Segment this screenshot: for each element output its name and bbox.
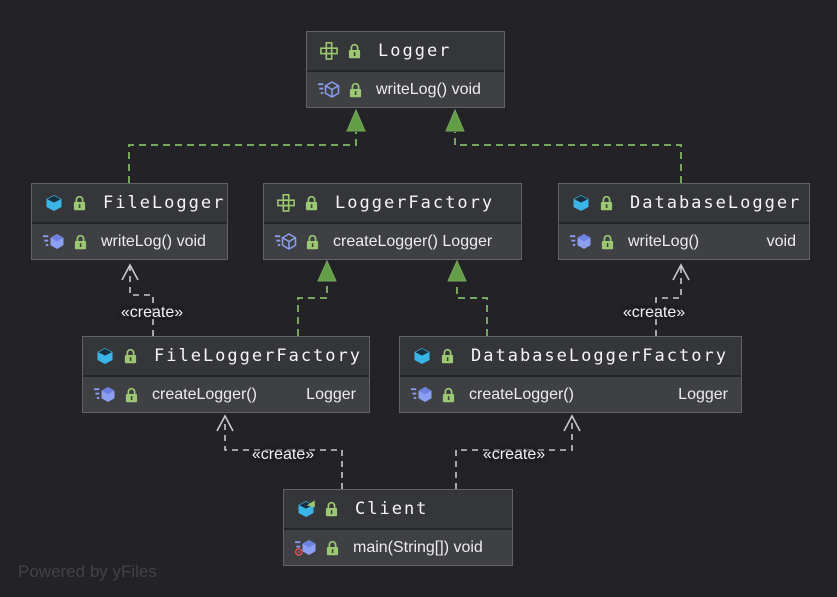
method-return-type: void [766,232,796,250]
method-label: writeLog() void [376,80,481,98]
class-node-filelogger[interactable]: FileLogger writeLog() void [31,183,228,260]
class-methods: writeLog() void [559,224,809,259]
class-icon [45,194,63,212]
class-header: Client [284,490,512,530]
class-icon [96,347,114,365]
class-header: Logger [307,32,504,72]
method-label: createLogger() Logger [333,232,493,250]
lock-icon [74,234,87,250]
class-method-icon [570,233,592,250]
method-label: createLogger() [152,385,257,403]
interface-method-icon [318,81,340,98]
dependency-edge-client-to-databaseloggerfactory[interactable] [455,414,581,489]
class-methods: main(String[]) void [284,530,512,565]
lock-icon [73,195,86,211]
class-header: LoggerFactory [264,184,521,224]
class-header: FileLogger [32,184,227,224]
method-label: main(String[]) void [353,538,483,556]
lock-icon [441,348,454,364]
class-node-loggerfactory[interactable]: LoggerFactory createLogger() Logger [263,183,522,260]
create-label: «create» [482,446,546,463]
class-node-logger[interactable]: Logger writeLog() void [306,31,505,108]
class-method-icon [43,233,65,250]
runnable-class-icon [297,500,315,518]
lock-icon [600,195,613,211]
class-method-icon [94,386,116,403]
interface-icon [277,194,295,212]
lock-icon [306,234,319,250]
class-name: Logger [378,41,452,61]
class-methods: createLogger() Logger [264,224,521,259]
class-name: LoggerFactory [335,193,495,213]
interface-icon [320,42,338,60]
lock-icon [349,82,362,98]
class-header: FileLoggerFactory [83,337,369,377]
class-node-databaselogger[interactable]: DatabaseLogger writeLog() void [558,183,810,260]
realization-edge-fileloggerfactory-to-loggerfactory[interactable] [297,259,337,336]
dependency-edge-databaseloggerfactory-to-databaselogger[interactable] [655,263,690,336]
class-node-client[interactable]: Client main(String[]) void [283,489,513,566]
lock-icon [325,501,338,517]
class-name: Client [355,499,429,519]
class-name: DatabaseLogger [630,193,802,213]
class-name: DatabaseLoggerFactory [471,346,728,366]
main-method-icon [295,539,317,556]
class-name: FileLoggerFactory [154,346,362,366]
realization-edge-databaseloggerfactory-to-loggerfactory[interactable] [447,259,488,336]
method-label: writeLog() [628,232,700,250]
realization-edge-filelogger-to-logger[interactable] [128,108,366,183]
lock-icon [348,43,361,59]
class-name: FileLogger [103,193,226,213]
class-methods: createLogger() Logger [400,377,741,412]
method-label: createLogger() [469,385,574,403]
dependency-edge-fileloggerfactory-to-filelogger[interactable] [121,263,154,336]
class-icon [413,347,431,365]
method-return-type: Logger [678,385,728,403]
yfiles-watermark: Powered by yFiles [18,562,157,581]
create-label: «create» [622,304,686,321]
interface-method-icon [275,233,297,250]
class-methods: writeLog() void [307,72,504,107]
dependency-edge-client-to-fileloggerfactory[interactable] [216,414,343,489]
method-return-type: Logger [306,385,356,403]
lock-icon [124,348,137,364]
lock-icon [125,387,138,403]
class-header: DatabaseLogger [559,184,809,224]
class-method-icon [411,386,433,403]
method-label: writeLog() void [101,232,206,250]
create-label: «create» [251,446,315,463]
class-header: DatabaseLoggerFactory [400,337,741,377]
create-label: «create» [120,304,184,321]
lock-icon [442,387,455,403]
class-methods: writeLog() void [32,224,227,259]
class-icon [572,194,590,212]
class-node-databaseloggerfactory[interactable]: DatabaseLoggerFactory createLogger() Log… [399,336,742,413]
lock-icon [305,195,318,211]
class-methods: createLogger() Logger [83,377,369,412]
lock-icon [326,540,339,556]
class-node-fileloggerfactory[interactable]: FileLoggerFactory createLogger() Logger [82,336,370,413]
lock-icon [601,234,614,250]
realization-edge-databaselogger-to-logger[interactable] [445,108,682,183]
